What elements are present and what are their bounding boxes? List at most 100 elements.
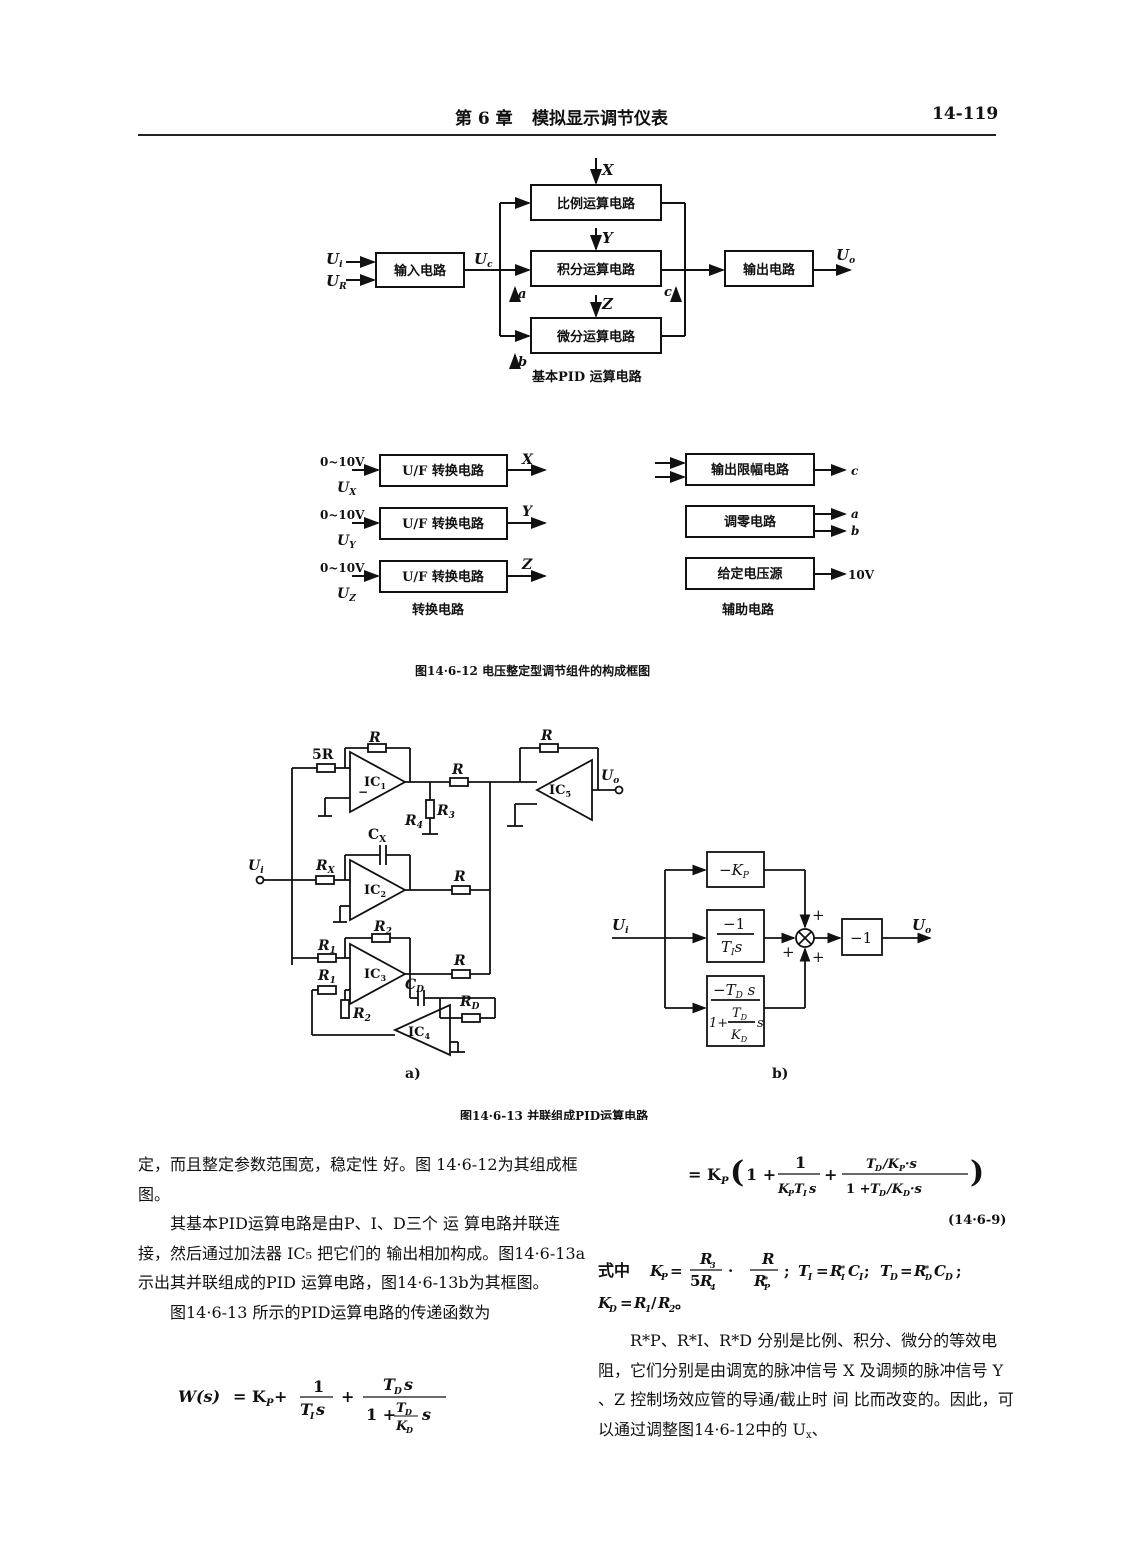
svg-text:I: I <box>807 1273 813 1283</box>
converter-y-label: U/F 转换电路 <box>402 516 485 532</box>
plus-left: + <box>782 943 795 961</box>
input-label: 输入电路 <box>394 263 447 279</box>
svg-text:= K: = K <box>688 1165 722 1184</box>
integral-label: 积分运算电路 <box>557 262 636 278</box>
svg-text:T: T <box>880 1262 893 1280</box>
der-kd: KD <box>730 1028 748 1044</box>
svg-text:s: s <box>403 1375 413 1394</box>
svg-text:1: 1 <box>795 1153 806 1172</box>
svg-text:P: P <box>763 1282 771 1292</box>
conv-out-y: Y <box>522 504 534 520</box>
svg-text:1: 1 <box>645 1305 651 1315</box>
svg-text:3: 3 <box>710 1260 716 1270</box>
plus-top: + <box>812 906 825 924</box>
ui-terminal-label: Ui <box>248 858 264 876</box>
basic-pid-caption: 基本PID 运算电路 <box>531 369 643 385</box>
opamp-ic3 <box>349 942 407 1006</box>
r1-top-label: R1 <box>317 938 336 956</box>
uz-label: UZ <box>337 586 356 604</box>
svg-text:+: + <box>274 1387 287 1406</box>
conv-out-z: Z <box>521 557 533 573</box>
cd-label: CD <box>405 977 424 995</box>
aux-caption: 辅助电路 <box>722 602 775 618</box>
derivative-label: 微分运算电路 <box>556 329 636 345</box>
pid-circuit-a <box>255 743 624 1057</box>
r-5r: 5R <box>312 747 334 763</box>
ux-label: UX <box>337 480 357 498</box>
aux-out-10v: 10V <box>848 568 875 582</box>
svg-text:D: D <box>608 1305 617 1315</box>
aux-out-c: c <box>851 464 859 478</box>
r-ic2-out: R <box>453 869 466 885</box>
svg-text:C: C <box>934 1262 946 1280</box>
ic4-label: IC4 <box>408 1025 430 1041</box>
svg-text:T: T <box>300 1400 313 1419</box>
svg-text:·: · <box>728 1262 733 1280</box>
output-limiter-label: 输出限幅电路 <box>711 462 790 478</box>
svg-text:s: s <box>421 1405 431 1424</box>
svg-text:T: T <box>870 1182 881 1197</box>
svg-text:·s: ·s <box>905 1157 918 1172</box>
a-label: a <box>518 287 526 302</box>
b-label: b <box>518 355 527 370</box>
svg-text:D: D <box>878 1188 886 1198</box>
output-label: 输出电路 <box>743 262 796 278</box>
ic5-label: IC5 <box>549 783 571 799</box>
range-x: 0~10V <box>320 455 365 469</box>
svg-text:D: D <box>404 1407 412 1417</box>
svg-text:D: D <box>944 1273 953 1283</box>
uc-label: Uc <box>474 250 493 270</box>
svg-text:R: R <box>761 1250 774 1268</box>
left-paragraph-3: 图14·6-13 所示的PID运算电路的传递函数为 <box>170 1302 491 1322</box>
uo-block-output: Uo <box>912 916 931 936</box>
svg-text:5: 5 <box>690 1272 700 1290</box>
svg-text:= K: = K <box>233 1387 267 1406</box>
svg-text:=: = <box>620 1294 633 1312</box>
pid-block-diagram-b <box>612 851 932 1047</box>
svg-text:D: D <box>393 1387 402 1397</box>
svg-text:D: D <box>902 1188 910 1198</box>
zero-adjust-block <box>685 505 815 538</box>
svg-text:s: s <box>315 1400 325 1419</box>
int-den: TIs <box>721 938 743 958</box>
der-den-head: 1+ <box>709 1016 728 1031</box>
eq-w-lhs: W(s) <box>178 1387 220 1406</box>
svg-text:P: P <box>787 1188 795 1198</box>
svg-text:P: P <box>265 1398 274 1409</box>
c-label: c <box>664 285 672 300</box>
der-den-tail: s <box>757 1016 764 1031</box>
r2-bottom-label: R2 <box>352 1006 371 1024</box>
svg-text:+: + <box>341 1387 354 1406</box>
svg-text:R: R <box>699 1250 712 1268</box>
r4-label: R4 <box>404 813 423 831</box>
svg-text:。: 。 <box>675 1294 690 1312</box>
svg-text:4: 4 <box>710 1282 716 1292</box>
svg-text:=: = <box>900 1262 913 1280</box>
x-label: X <box>601 161 615 179</box>
svg-text:T: T <box>794 1182 805 1197</box>
r1-bottom-label: R1 <box>317 968 336 986</box>
z-label: Z <box>601 295 614 313</box>
svg-text:/: / <box>651 1294 657 1312</box>
svg-text:I: I <box>840 1272 845 1282</box>
opamp-ic4 <box>392 1003 451 1057</box>
r-ic1-out: R <box>451 762 464 778</box>
svg-text:+: + <box>824 1165 837 1184</box>
zero-adjust-label: 调零电路 <box>724 514 777 530</box>
svg-text:2: 2 <box>668 1305 675 1315</box>
svg-text:I: I <box>802 1188 807 1198</box>
r-ic3-out: R <box>453 953 466 969</box>
figure-14-6-13: R 5R R R R3 R4 CX RX R R2 R1 R1 R R2 CD … <box>248 728 932 1120</box>
svg-text:*: * <box>925 1263 930 1273</box>
sub-a-label: a) <box>405 1066 421 1082</box>
svg-text:T: T <box>396 1401 407 1416</box>
svg-text:/K: /K <box>881 1157 900 1172</box>
opamp-ic1 <box>349 750 407 814</box>
left-column: 定，而且整定参数范围宽，稳定性 好。图 14·6-12为其组成框图。 其基本PI… <box>138 1150 590 1327</box>
sub-b-label: b) <box>772 1066 788 1082</box>
ur-label: UR <box>326 272 347 292</box>
svg-text:T: T <box>798 1262 811 1280</box>
svg-text:/K: /K <box>885 1182 904 1197</box>
fig12-caption: 图14·6-12 电压整定型调节组件的构成框图 <box>415 663 650 678</box>
